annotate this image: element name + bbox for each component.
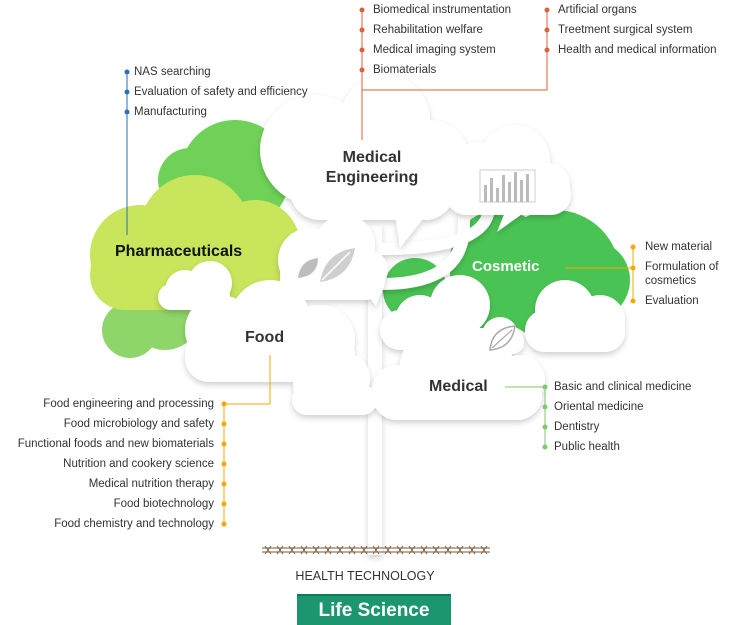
- list-item: Functional foods and new biomaterials: [17, 438, 214, 450]
- category-medical-engineering-line1: Medical: [342, 149, 402, 166]
- list-item: Public health: [554, 441, 620, 453]
- white-clouds: [158, 75, 625, 420]
- list-item: Treetment surgical system: [558, 24, 693, 36]
- category-pharmaceuticals: Pharmaceuticals: [115, 243, 243, 260]
- list-item: NAS searching: [134, 66, 211, 78]
- category-food: Food: [245, 329, 285, 346]
- category-medical: Medical: [429, 378, 488, 395]
- list-item: Formulation of: [645, 261, 719, 273]
- list-item: Food microbiology and safety: [63, 418, 214, 430]
- leaf-icon: [489, 325, 516, 351]
- list-item: Rehabilitation welfare: [373, 24, 483, 36]
- footer-subtitle: HEALTH TECHNOLOGY: [295, 569, 435, 583]
- connector-dots: [124, 7, 636, 527]
- footer-title-badge: Life Science: [297, 594, 451, 625]
- category-medical-engineering: Medical Engineering: [318, 148, 426, 188]
- list-item: Medical imaging system: [373, 44, 496, 56]
- list-item: Food chemistry and technology: [54, 518, 214, 530]
- list-item: Oriental medicine: [554, 401, 644, 413]
- list-item: Medical nutrition therapy: [88, 478, 214, 490]
- list-item: Biomaterials: [373, 64, 437, 76]
- list-item: Artificial organs: [558, 4, 637, 16]
- list-item: Dentistry: [554, 421, 600, 433]
- list-item: Nutrition and cookery science: [63, 458, 214, 470]
- category-medical-engineering-line2: Engineering: [325, 169, 419, 186]
- list-item: Health and medical information: [558, 44, 717, 56]
- ground-line: [262, 545, 490, 555]
- list-item: cosmetics: [645, 275, 697, 287]
- list-item: Food biotechnology: [113, 498, 214, 510]
- list-item: Manufacturing: [134, 106, 207, 118]
- list-item: Biomedical instrumentation: [373, 4, 512, 16]
- list-item: Evaluation of safety and efficiency: [134, 86, 308, 98]
- list-item: New material: [645, 241, 713, 253]
- bar-chart-icon: [479, 169, 536, 203]
- category-cosmetic: Cosmetic: [472, 258, 540, 275]
- leaves-icon: [298, 248, 355, 282]
- list-item: Food engineering and processing: [43, 398, 214, 410]
- list-item: Evaluation: [645, 295, 699, 307]
- list-item: Basic and clinical medicine: [554, 381, 692, 393]
